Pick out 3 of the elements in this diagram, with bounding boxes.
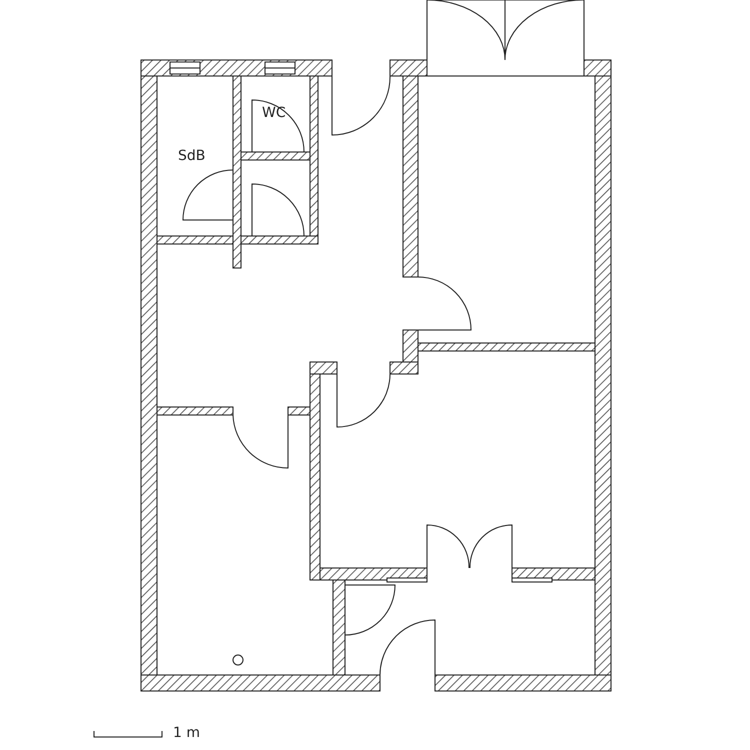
scale-label: 1 m [173,726,200,740]
room-label: SdB [178,149,206,163]
room-label: WC [262,106,286,120]
